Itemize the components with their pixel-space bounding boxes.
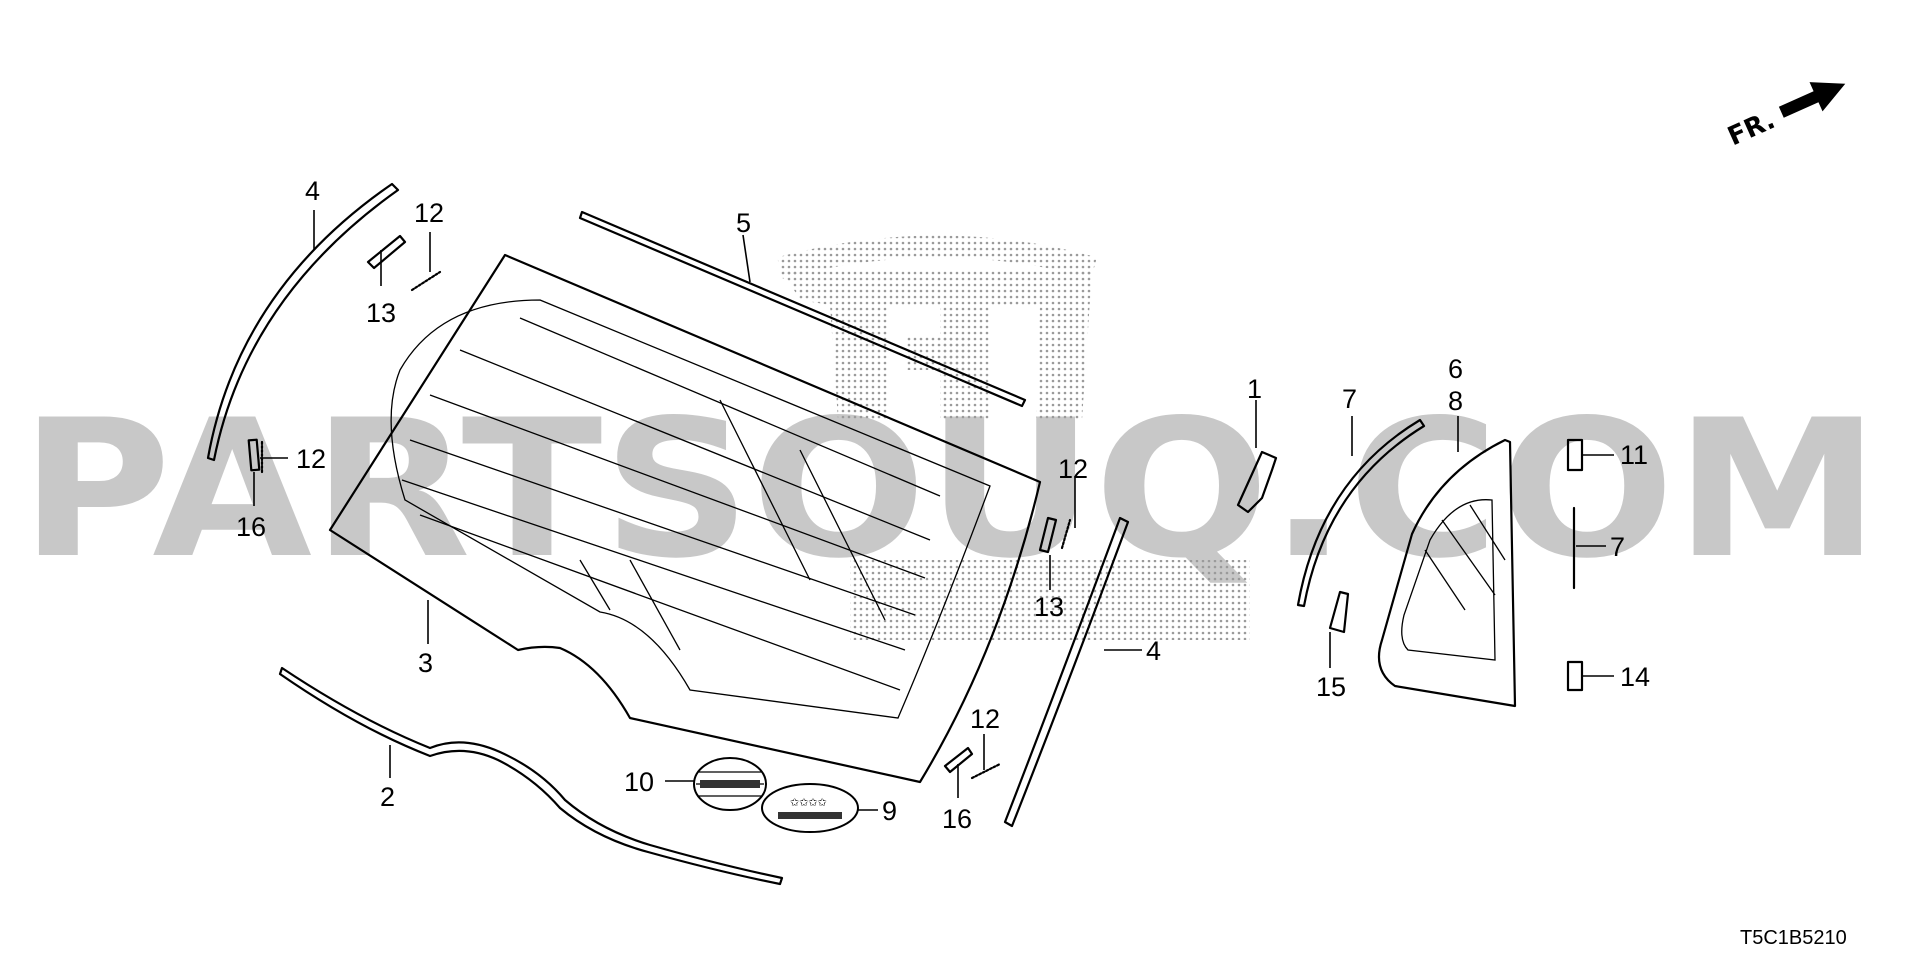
callout-4-right: 4 [1146,636,1161,666]
defroster-lines [401,317,941,691]
diagram-code: T5C1B5210 [1740,927,1847,949]
front-arrow-icon [1778,82,1846,118]
callout-16-left: 16 [236,512,266,542]
callout-15: 15 [1316,672,1346,702]
part-15-fastener [1328,590,1350,634]
callout-labels: 4 5 12 13 12 16 3 2 1 12 13 7 6 8 4 12 1… [236,176,1650,834]
part-16-clip-bottom [943,746,974,774]
callout-3: 3 [418,648,433,678]
callout-5: 5 [736,208,751,238]
part-13-clip-right [1038,516,1058,554]
callout-12-bottom: 12 [970,704,1000,734]
callout-14: 14 [1620,662,1650,692]
callout-9: 9 [882,796,897,826]
part-12-spacer-top-left [410,270,442,292]
callout-7-upper: 7 [1342,384,1357,414]
callout-6: 6 [1448,354,1463,384]
part-6-quarter-glass [1377,438,1517,708]
leader-lines [253,210,1614,811]
front-direction-indicator: FR. [1723,82,1846,152]
callout-16-bottom: 16 [942,804,972,834]
part-16-clip-left [247,438,261,472]
callout-13-right: 13 [1034,592,1064,622]
callout-12-left: 12 [296,444,326,474]
part-13-clip-top-left [366,234,407,270]
watermark-text: PARTSOUQ.COM [20,379,1880,600]
part-9-emblem: ✩✩✩✩ [761,783,859,833]
callout-12-right: 12 [1058,454,1088,484]
callout-8: 8 [1448,386,1463,416]
callout-7-right: 7 [1610,532,1625,562]
callout-10: 10 [624,767,654,797]
part-12-spacer-bottom [970,762,1002,780]
callout-13-top-left: 13 [366,298,396,328]
part-2-lower-garnish [278,666,784,886]
part-7-quarter-molding [1296,418,1426,608]
part-1-bracket [1236,450,1278,514]
part-4-left-molding [206,182,400,462]
part-14-clip [1566,660,1584,692]
part-4-right-molding [1003,516,1130,828]
part-12-spacer-right [1060,518,1072,550]
callout-12-top-left: 12 [414,198,444,228]
part-5-upper-molding [578,210,1027,408]
part-3-rear-glass [328,253,1042,784]
svg-text:✩✩✩✩: ✩✩✩✩ [790,796,827,809]
callout-2: 2 [380,782,395,812]
front-label: FR. [1723,105,1779,152]
callout-4-left: 4 [305,176,320,206]
callout-11: 11 [1620,440,1648,470]
part-10-emblem [693,757,767,811]
callout-1: 1 [1247,374,1262,404]
